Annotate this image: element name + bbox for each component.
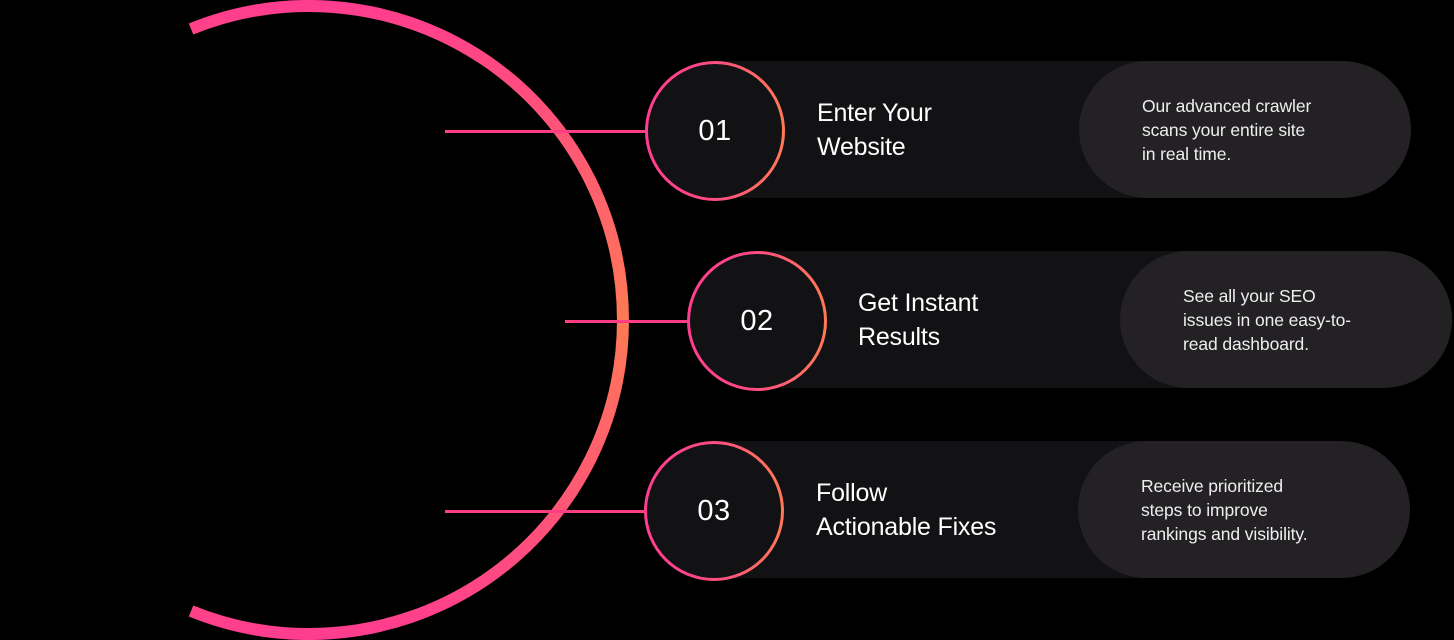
step-number-badge: 01 (645, 61, 785, 201)
step-number-badge: 02 (687, 251, 827, 391)
step-2: See all your SEO issues in one easy-to- … (0, 251, 1454, 388)
step-description-pill: See all your SEO issues in one easy-to- … (1120, 251, 1452, 388)
connector-line-2 (565, 320, 690, 323)
connector-line-1 (445, 130, 649, 133)
step-number-badge-inner: 02 (690, 254, 824, 388)
step-description: See all your SEO issues in one easy-to- … (1183, 285, 1352, 354)
step-1: Our advanced crawler scans your entire s… (0, 61, 1454, 198)
step-description: Receive prioritized steps to improve ran… (1141, 475, 1308, 544)
step-3: Receive prioritized steps to improve ran… (0, 441, 1454, 578)
step-number: 01 (698, 114, 732, 147)
step-title: Get Instant Results (858, 289, 979, 351)
step-description-pill: Our advanced crawler scans your entire s… (1079, 61, 1411, 198)
step-number-badge-inner: 01 (648, 64, 782, 198)
step-description: Our advanced crawler scans your entire s… (1142, 95, 1312, 164)
step-title: Enter Your Website (817, 99, 932, 161)
step-number-badge-inner: 03 (647, 444, 781, 578)
step-description-pill: Receive prioritized steps to improve ran… (1078, 441, 1410, 578)
connector-line-3 (445, 510, 649, 513)
step-number: 03 (697, 494, 731, 527)
step-number-badge: 03 (644, 441, 784, 581)
step-title: Follow Actionable Fixes (816, 479, 997, 541)
step-number: 02 (740, 304, 774, 337)
